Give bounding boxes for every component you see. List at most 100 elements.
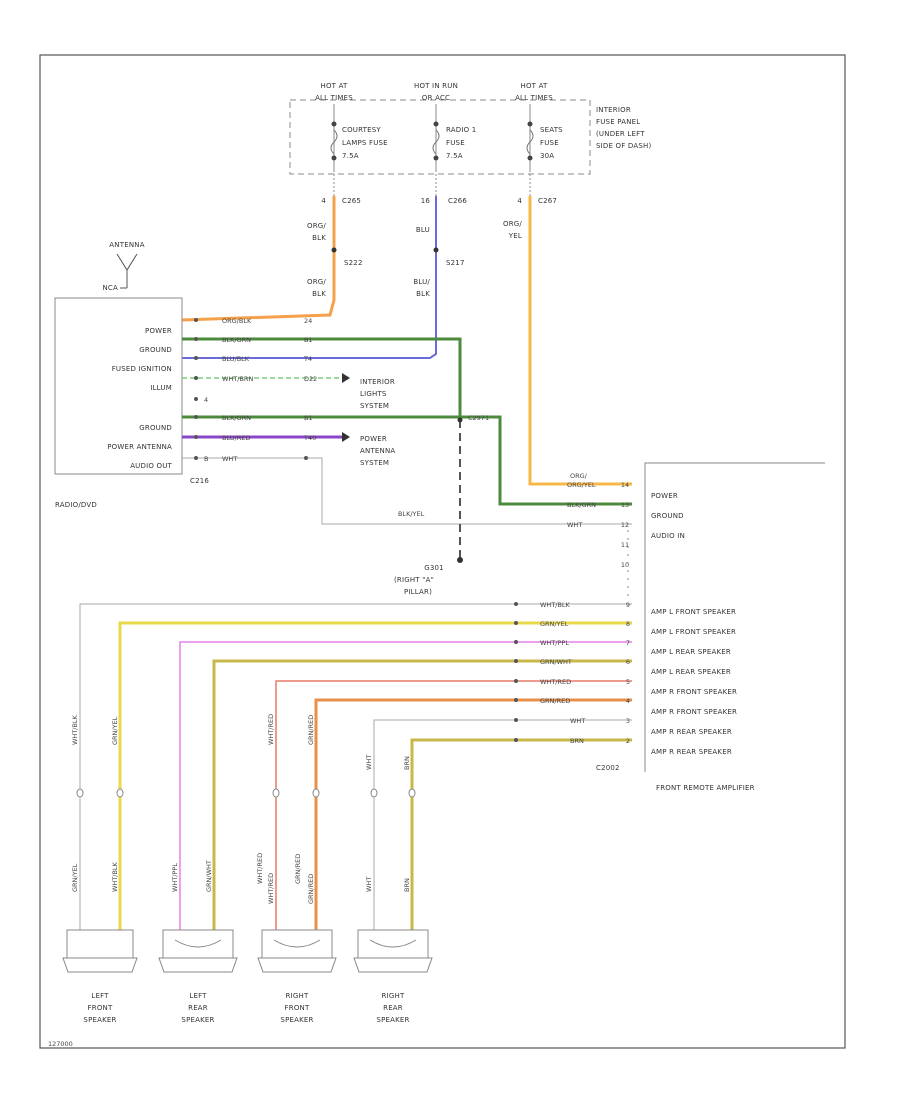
radio-dot-unused <box>194 397 198 401</box>
wire-1b-line1: ORG/ <box>307 278 326 286</box>
amp-speaker-pin-1: AMP L FRONT SPEAKER <box>651 608 736 616</box>
speakers: LEFT FRONT SPEAKER LEFT REAR SPEAKER RIG… <box>62 929 433 1024</box>
c265-label: C265 <box>342 197 361 205</box>
jdot-4 <box>514 659 518 663</box>
sp1-wire-bot-a: GRN/YEL <box>71 863 79 892</box>
fuse-3-dot-b <box>527 155 533 161</box>
amp-pin-num-10: 10 <box>621 561 629 569</box>
amp-speaker-pin-4: AMP L REAR SPEAKER <box>651 668 731 676</box>
amp-pin-power: POWER <box>651 492 678 500</box>
radio-wire-color-power: ORG/BLK <box>222 317 252 325</box>
radio-wire-color-audio-out: WHT <box>222 455 237 463</box>
front-remote-amplifier: POWER GROUND AUDIO IN ORG/ ORG/YEL BLK/G… <box>398 462 825 792</box>
radio-pin-num-audio-out: B <box>204 455 208 463</box>
speaker-right-rear: RIGHT REAR SPEAKER <box>353 929 433 1024</box>
sp-wire-color-6: GRN/RED <box>540 697 570 705</box>
footer-code: 127000 <box>48 1040 73 1048</box>
jdot-7 <box>514 718 518 722</box>
hot-label-1b: ALL TIMES <box>315 94 353 102</box>
top-wires: 4 C265 16 C266 4 C267 ORG/ BLK S222 ORG/… <box>181 170 632 486</box>
jdot-2 <box>514 621 518 625</box>
radio-wire-color-fused-ign: BLU/BLK <box>222 355 250 363</box>
radio-dot-illum <box>194 376 198 380</box>
fuse-2-name-2: FUSE <box>446 139 465 147</box>
speaker-base-icon <box>158 957 238 973</box>
radio-pin-num-illum: D22 <box>304 375 317 383</box>
lead-conn-1 <box>76 788 84 798</box>
c265-pin: 4 <box>321 197 326 205</box>
amp-speaker-pin-7: AMP R REAR SPEAKER <box>651 728 732 736</box>
hot-label-3b: ALL TIMES <box>515 94 553 102</box>
speaker-icon <box>66 929 134 959</box>
speaker-lf-name-2: FRONT <box>88 1004 113 1012</box>
wire-2a-line1: BLU <box>416 226 430 234</box>
amp-speaker-pin-5: AMP R FRONT SPEAKER <box>651 688 737 696</box>
fuse-panel: HOT AT ALL TIMES HOT IN RUN OR ACC HOT A… <box>289 82 651 175</box>
amp-pin-num-12: 12 <box>621 521 629 529</box>
sp-pin-num-8: 2 <box>626 737 630 745</box>
sp-pin-num-7: 3 <box>626 717 630 725</box>
arrow-antenna-icon <box>342 432 350 442</box>
sp3-side-a: WHT/RED <box>256 853 264 884</box>
speaker-icon <box>261 929 333 959</box>
amp-pin-audio-in: AUDIO IN <box>651 532 685 540</box>
speaker-wires: WHT/BLK GRN/YEL WHT/PPL GRN/WHT WHT/RED … <box>71 601 632 930</box>
sp2-wire-bot-b: GRN/WHT <box>205 860 213 892</box>
radio-dot-power-antenna <box>194 435 198 439</box>
amp-pin-num-11: 11 <box>621 541 629 549</box>
radio-dvd-module: POWER GROUND FUSED IGNITION ILLUM GROUND… <box>54 297 209 509</box>
wire-2b-line2: BLK <box>416 290 430 298</box>
fuse-3-dot-a <box>527 121 533 127</box>
ground-label-1: G301 <box>424 564 444 572</box>
radio-wire-color-illum: WHT/BRN <box>222 375 253 383</box>
fuse-3-symbol <box>526 129 534 155</box>
speaker-left-rear: LEFT REAR SPEAKER <box>158 929 238 1024</box>
radio-wire-color-ground-2: BLK/GRN <box>222 414 251 422</box>
speaker-base-icon <box>353 957 433 973</box>
c266-pin: 16 <box>421 197 431 205</box>
radio-dot-power <box>194 318 198 322</box>
wire-blu-blk <box>182 196 437 359</box>
diagram-border <box>39 54 846 1049</box>
radio-dot-ground <box>194 337 198 341</box>
c267-pin: 4 <box>517 197 522 205</box>
fuse-panel-outline <box>289 99 591 175</box>
wire-blk-grn-2 <box>182 415 632 506</box>
amp-speaker-pin-2: AMP L FRONT SPEAKER <box>651 628 736 636</box>
sp-pin-num-5: 5 <box>626 678 630 686</box>
speaker-icon <box>162 929 234 959</box>
wire-3a-line1: ORG/ <box>503 220 522 228</box>
ground-connector-c2971: C2971 <box>468 414 489 422</box>
hot-label-2b: OR ACC <box>422 94 450 102</box>
splice-s222-label: S222 <box>344 259 363 267</box>
sp-wire-color-1: WHT/BLK <box>540 601 571 609</box>
speaker-rr-name-1: RIGHT <box>382 992 405 1000</box>
wire-grn-red <box>314 698 632 930</box>
ground-label-2: (RIGHT "A" <box>394 576 434 584</box>
jdot-8 <box>514 738 518 742</box>
ground-label-3: PILLAR) <box>404 588 432 596</box>
lead-conn-3 <box>272 788 280 798</box>
ground-point-icon <box>457 557 463 563</box>
speaker-rr-name-3: SPEAKER <box>376 1016 409 1024</box>
lead-conn-2 <box>116 788 124 798</box>
amp-pin-ground: GROUND <box>651 512 684 520</box>
amp-wire-color-audio: WHT <box>567 521 582 529</box>
wire-brn <box>410 738 632 930</box>
radio-pin-fused-ign: FUSED IGNITION <box>112 365 172 373</box>
wire-wht-red <box>275 680 632 930</box>
lead-conn-6 <box>408 788 416 798</box>
speaker-lead-connectors <box>76 788 416 798</box>
sp3-side-b: GRN/RED <box>294 854 302 884</box>
radio-wire-color-ground: BLK/GRN <box>222 336 251 344</box>
sp3-wire-bot-a: WHT/RED <box>267 873 275 904</box>
radio-wires: ORG/BLK 24 BLK/GRN B1 BLU/BLK T4 WHT/BRN… <box>182 317 632 525</box>
sp3-wire-top-b: GRN/RED <box>307 715 315 745</box>
wire-wht-blk <box>79 603 632 930</box>
dest-antenna-1: POWER <box>360 435 387 443</box>
sp4-wire-top-b: BRN <box>403 756 411 770</box>
sp-wire-color-2: GRN/YEL <box>540 620 569 628</box>
sp-pin-num-4: 6 <box>626 658 630 666</box>
sp-pin-num-6: 4 <box>626 697 630 705</box>
jdot-6 <box>514 698 518 702</box>
